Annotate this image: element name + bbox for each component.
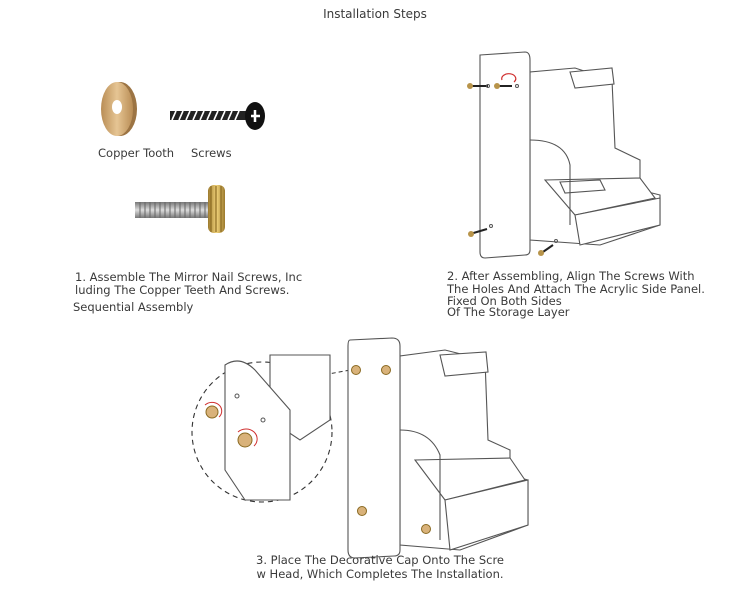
detail-magnifier: [191, 354, 351, 503]
step2-line4: Of The Storage Layer: [447, 305, 570, 319]
copper-tooth-label: Copper Tooth: [98, 146, 175, 160]
step1-subtitle: Sequential Assembly: [73, 300, 194, 314]
step1-line1: 1. Assemble The Mirror Nail Screws, Inc: [75, 270, 303, 284]
step2-line3: Fixed On Both Sides: [447, 294, 562, 308]
screws-label: Screws: [191, 146, 232, 160]
page-title: Installation Steps: [323, 7, 427, 21]
shelf-step3-illustration: [347, 337, 529, 559]
threaded-bolt-icon: [135, 185, 225, 233]
step3-line2: w Head, Which Completes The Installation…: [256, 567, 504, 581]
step1-line2: luding The Copper Teeth And Screws.: [75, 283, 290, 297]
shelf-step2-illustration: [479, 51, 661, 259]
step2-line1: 2. After Assembling, Align The Screws Wi…: [447, 269, 695, 283]
shelf-step2-screws: [467, 73, 558, 256]
screw-icon: [170, 102, 265, 130]
decorative-caps: [351, 365, 431, 534]
step2-line2: The Holes And Attach The Acrylic Side Pa…: [447, 282, 705, 296]
copper-tooth-icon: [101, 82, 137, 136]
step3-line1: 3. Place The Decorative Cap Onto The Scr…: [256, 553, 504, 567]
